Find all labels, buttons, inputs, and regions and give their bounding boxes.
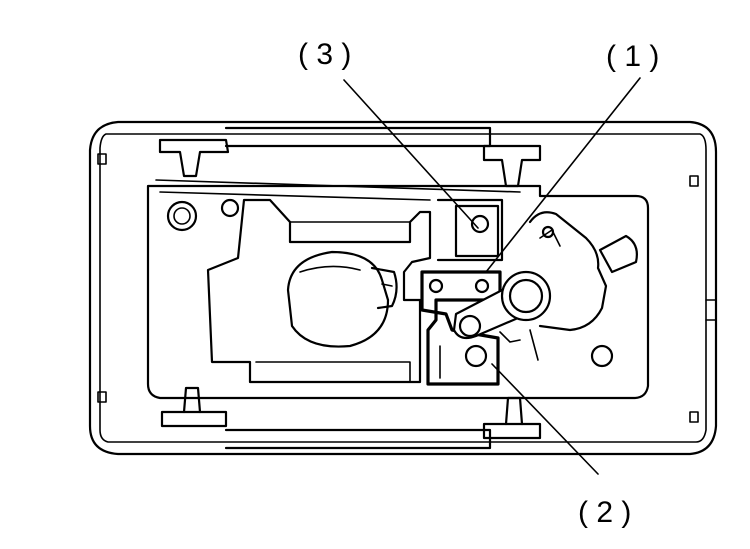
callout-label-3: ( 3 ) [298,38,351,71]
top-rail [224,126,492,148]
top-clip-left [158,138,230,178]
top-clip-right [482,144,542,188]
leader-line-2 [491,363,599,475]
callout-label-1: ( 1 ) [606,40,659,73]
bulb [286,250,398,348]
leader-line-1 [485,77,641,273]
bulb-recess [206,198,432,384]
mounting-hole-left-large [166,200,198,232]
outer-housing-frame [88,120,718,456]
leader-line-3 [343,79,479,229]
bottom-rail [224,428,492,450]
spring-lever [452,270,552,361]
inner-frame [146,179,650,400]
bottom-clip-left [160,386,228,428]
right-mechanism [528,211,638,332]
mounting-hole-left-small [220,198,240,218]
callout-label-2: ( 2 ) [578,496,631,529]
mounting-hole-right [590,344,614,368]
socket-column [436,198,504,262]
